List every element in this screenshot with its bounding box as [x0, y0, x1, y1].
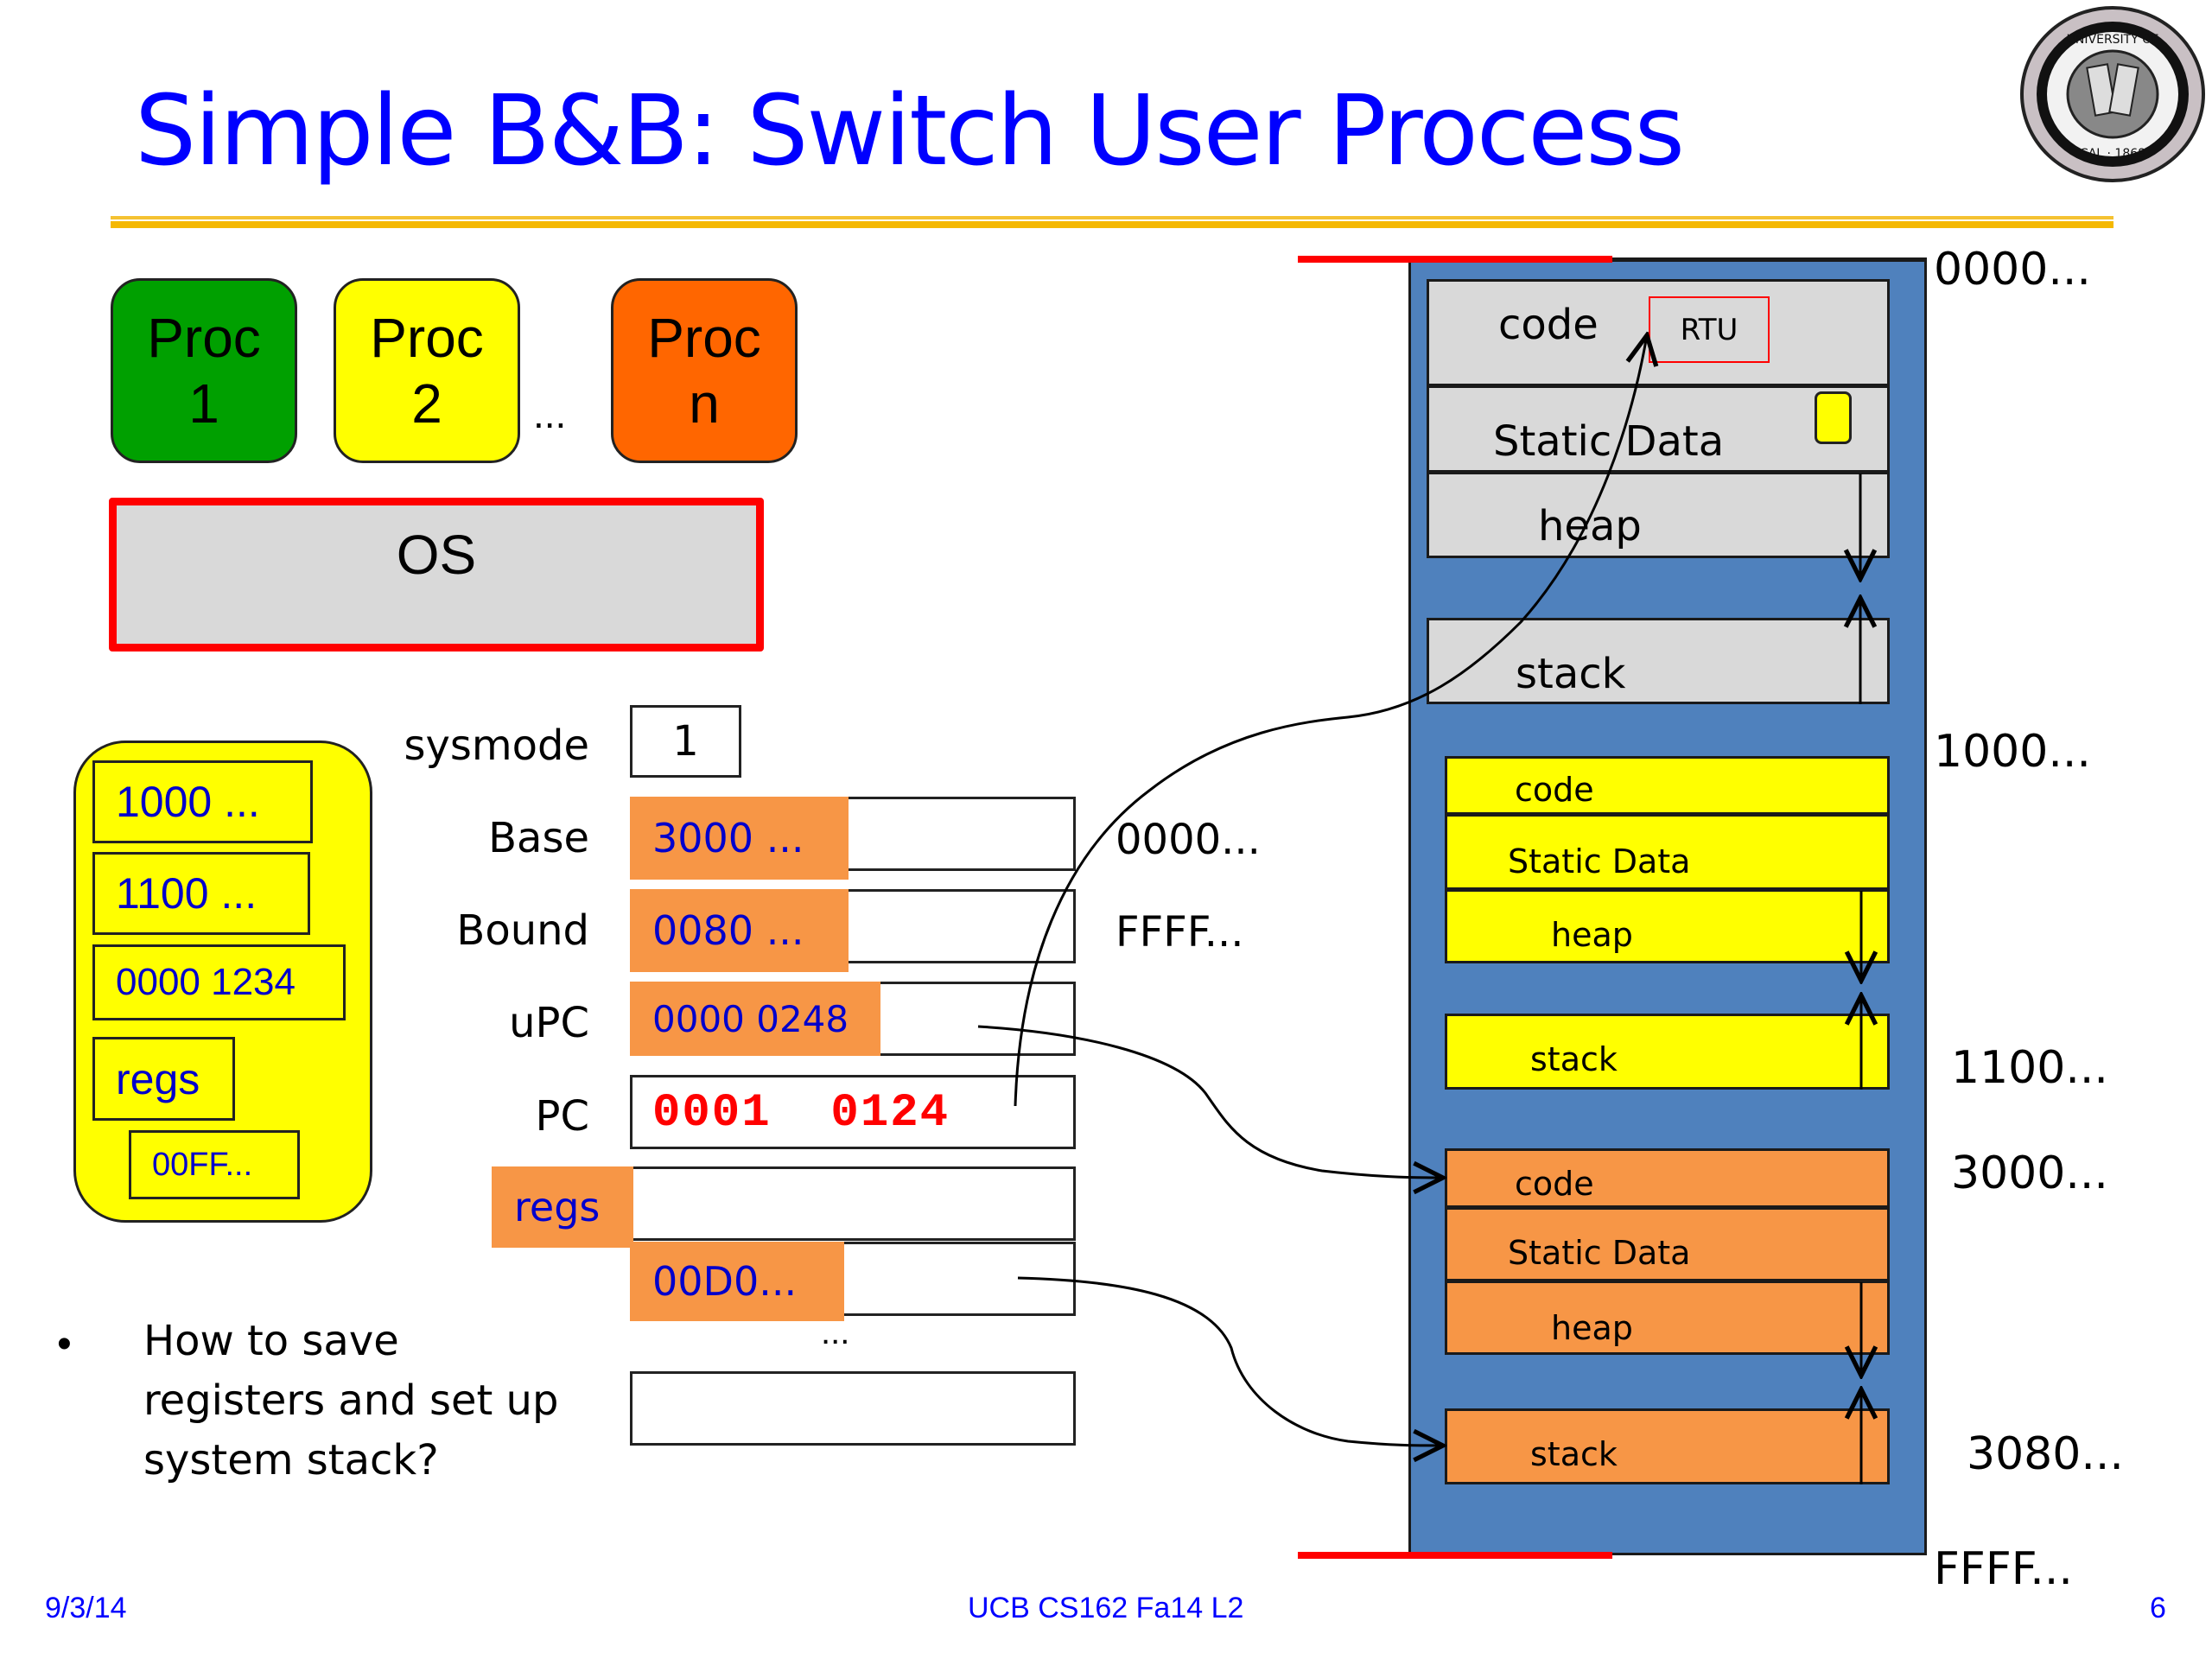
base-range-note: 0000...: [1116, 816, 1261, 864]
process-number: 1: [188, 372, 219, 435]
pcb-base-entry: 1000 ...: [92, 760, 313, 843]
pc-label: PC: [535, 1092, 589, 1141]
os-box: OS: [109, 498, 764, 652]
pc-value: 0001 0124: [652, 1087, 950, 1140]
base-value: 3000 ...: [630, 797, 849, 880]
address-label-1100: 1100...: [1951, 1042, 2108, 1094]
footer-page-number: 6: [2150, 1592, 2166, 1624]
address-label-3080: 3080...: [1967, 1428, 2124, 1480]
os-bound-top-line: [1298, 256, 1612, 263]
proc2-heap-segment: heap: [1445, 889, 1890, 963]
process-box-1: Proc 1: [111, 278, 297, 463]
regs-ellipsis: ...: [821, 1313, 850, 1351]
segment-label: Static Data: [1508, 1234, 1691, 1272]
segment-label: code: [1515, 771, 1594, 809]
address-label-1000: 1000...: [1934, 726, 2091, 778]
bullet-line: How to save: [143, 1317, 399, 1365]
segment-label: stack: [1516, 650, 1626, 698]
process-label: Proc: [647, 307, 761, 369]
base-label: Base: [488, 814, 589, 862]
uc-seal-icon: UNIVERSITY OF CAL · 1868: [2018, 5, 2207, 183]
process-label: Proc: [370, 307, 484, 369]
segment-label: Static Data: [1508, 842, 1691, 880]
bound-range-note: FFFF...: [1116, 908, 1244, 957]
segment-label: stack: [1530, 1040, 1618, 1078]
bullet-line: system stack?: [143, 1436, 439, 1484]
footer-course: UCB CS162 Fa14 L2: [968, 1592, 1244, 1624]
os-heap-segment: heap: [1427, 472, 1890, 558]
address-label-ffff: FFFF...: [1934, 1543, 2073, 1595]
slide-title: Simple B&B: Switch User Process: [135, 75, 1685, 188]
pcb-pc-entry: 0000 1234: [92, 944, 346, 1020]
bullet-question: How to save registers and set up system …: [143, 1312, 593, 1491]
upc-value: 0000 0248: [630, 982, 880, 1056]
process-box-n: Proc n: [611, 278, 798, 463]
pcb-regs-entry: regs: [92, 1037, 235, 1121]
proc2-stack-segment: stack: [1445, 1014, 1890, 1090]
segment-label: heap: [1551, 1309, 1633, 1347]
svg-text:CAL · 1868: CAL · 1868: [2080, 147, 2145, 161]
bound-label: Bound: [456, 906, 589, 955]
address-label-3000: 3000...: [1951, 1147, 2108, 1199]
process-number: n: [689, 372, 720, 435]
os-stack-segment: stack: [1427, 618, 1890, 704]
footer-date: 9/3/14: [45, 1592, 127, 1624]
regs-register-top: [630, 1166, 1076, 1241]
pcb-bound-entry: 1100 ...: [92, 852, 310, 935]
pcb-stack-entry: 00FF...: [129, 1130, 300, 1199]
bullet-line: registers and set up: [143, 1376, 559, 1425]
memory-top-border: [1612, 257, 1927, 261]
upc-label: uPC: [509, 999, 589, 1047]
bound-value: 0080 ...: [630, 889, 849, 972]
regs-value: 00D0...: [630, 1242, 844, 1321]
segment-label: heap: [1551, 916, 1633, 954]
proc2-code-segment: code: [1445, 756, 1890, 815]
svg-text:UNIVERSITY OF: UNIVERSITY OF: [2067, 33, 2159, 47]
procn-code-segment: code: [1445, 1148, 1890, 1208]
regs-to-stack-arrow: [1017, 1276, 1443, 1446]
sysmode-register: 1: [630, 705, 741, 778]
segment-label: heap: [1538, 502, 1642, 550]
process-box-2: Proc 2: [334, 278, 520, 463]
procn-static-data-segment: Static Data: [1445, 1207, 1890, 1281]
os-label: OS: [396, 524, 477, 586]
segment-label: code: [1498, 301, 1599, 349]
rtu-marker: RTU: [1649, 296, 1770, 363]
procn-heap-segment: heap: [1445, 1281, 1890, 1355]
segment-label: code: [1515, 1165, 1594, 1203]
segment-label: Static Data: [1493, 417, 1725, 466]
regs-label: regs: [492, 1166, 633, 1248]
sysmode-label: sysmode: [404, 721, 589, 770]
bullet-icon: •: [57, 1321, 72, 1367]
title-rule-thin: [111, 216, 2113, 219]
system-stack-register: [630, 1371, 1076, 1446]
process-number: 2: [411, 372, 442, 435]
process-ellipsis: ...: [533, 391, 567, 436]
segment-label: stack: [1530, 1435, 1618, 1473]
process-label: Proc: [147, 307, 261, 369]
os-bound-bottom-line: [1298, 1552, 1612, 1559]
title-rule-thick: [111, 221, 2113, 228]
procn-stack-segment: stack: [1445, 1408, 1890, 1484]
saved-pcb-marker: [1815, 391, 1852, 444]
proc2-static-data-segment: Static Data: [1445, 814, 1890, 890]
address-label-0000: 0000...: [1934, 244, 2091, 296]
